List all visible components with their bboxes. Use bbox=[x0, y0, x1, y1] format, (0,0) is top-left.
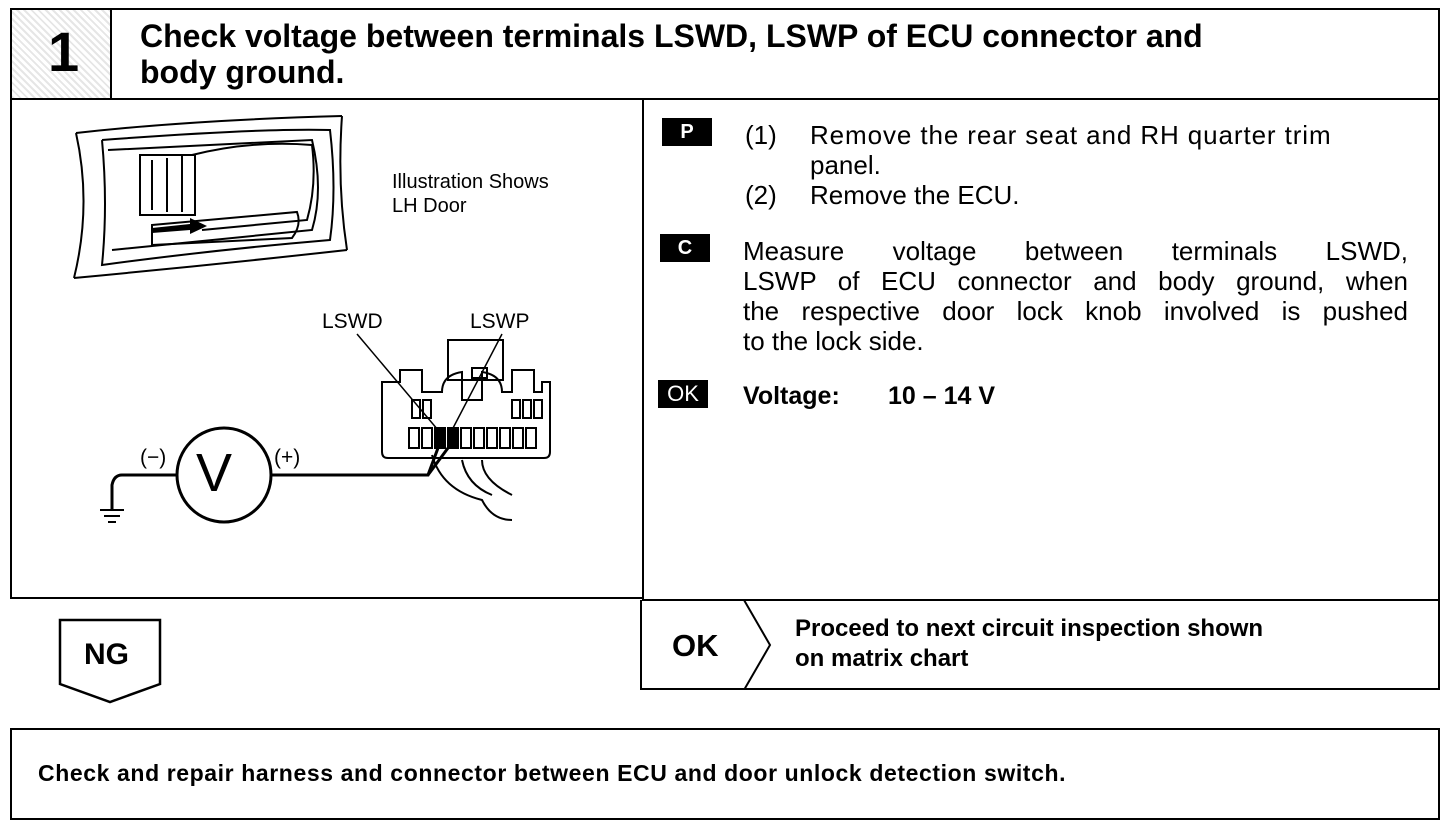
p-step1-line2: panel. bbox=[810, 150, 881, 180]
illustration-caption-line2: LH Door bbox=[392, 195, 467, 217]
meter-positive-label: (+) bbox=[274, 446, 301, 469]
tag-ok: OK bbox=[658, 380, 708, 408]
ok-voltage-value: 10 – 14 V bbox=[888, 382, 996, 410]
procedure-panel bbox=[642, 98, 1440, 601]
next-action-text: Check and repair harness and connector b… bbox=[38, 760, 1067, 786]
tag-p: P bbox=[662, 118, 712, 146]
p-step1-line1: Remove the rear seat and RH quarter trim bbox=[810, 120, 1332, 150]
ok-result-box bbox=[640, 600, 1440, 690]
step-title-line2: body ground. bbox=[140, 54, 345, 90]
ng-label: NG bbox=[84, 638, 129, 671]
p-step2-text: Remove the ECU. bbox=[810, 180, 1020, 210]
door-and-circuit-illustration bbox=[73, 115, 551, 524]
ok-result-line1: Proceed to next circuit inspection shown bbox=[795, 615, 1264, 642]
tag-c: C bbox=[660, 234, 710, 262]
ok-voltage-label: Voltage: bbox=[743, 382, 840, 410]
ok-label: OK bbox=[672, 628, 719, 663]
meter-negative-label: (−) bbox=[140, 446, 167, 469]
arrow-icon bbox=[152, 218, 207, 234]
ok-result-chevron bbox=[743, 600, 772, 690]
step-title: Check voltage between terminals LSWD, LS… bbox=[140, 18, 1430, 90]
c-line3: the respective door lock knob involved i… bbox=[743, 296, 1408, 326]
p-step1-number: (1) bbox=[745, 120, 777, 150]
c-line4: to the lock side. bbox=[743, 326, 924, 356]
next-action-box bbox=[10, 728, 1440, 820]
ecu-connector-icon bbox=[381, 339, 551, 521]
door-handle-icon bbox=[73, 115, 348, 279]
c-line2: LSWP of ECU connector and body ground, w… bbox=[743, 266, 1408, 296]
terminal-leader-lines bbox=[356, 333, 503, 431]
ng-result-marker bbox=[58, 618, 162, 704]
ok-result-text: Proceed to next circuit inspection shown… bbox=[795, 614, 1263, 674]
c-instruction: Measure voltage between terminals LSWD, … bbox=[743, 236, 1408, 356]
p-step2-number: (2) bbox=[745, 180, 777, 210]
terminal-label-lswp: LSWP bbox=[470, 310, 530, 333]
step-number-cell bbox=[12, 10, 112, 98]
step-number: 1 bbox=[48, 20, 80, 83]
p-step1-text: Remove the rear seat and RH quarter trim… bbox=[810, 120, 1410, 180]
illustration-caption: Illustration Shows LH Door bbox=[392, 170, 549, 218]
ok-result-line2: on matrix chart bbox=[795, 645, 969, 672]
voltmeter-symbol: V bbox=[196, 443, 233, 503]
voltmeter-circuit bbox=[110, 447, 450, 510]
step-title-line1: Check voltage between terminals LSWD, LS… bbox=[140, 18, 1203, 54]
voltmeter-icon bbox=[175, 426, 273, 524]
terminal-label-lswd: LSWD bbox=[322, 310, 383, 333]
illustration-caption-line1: Illustration Shows bbox=[392, 171, 549, 193]
c-line1: Measure voltage between terminals LSWD, bbox=[743, 236, 1408, 266]
ground-icon bbox=[100, 509, 124, 523]
